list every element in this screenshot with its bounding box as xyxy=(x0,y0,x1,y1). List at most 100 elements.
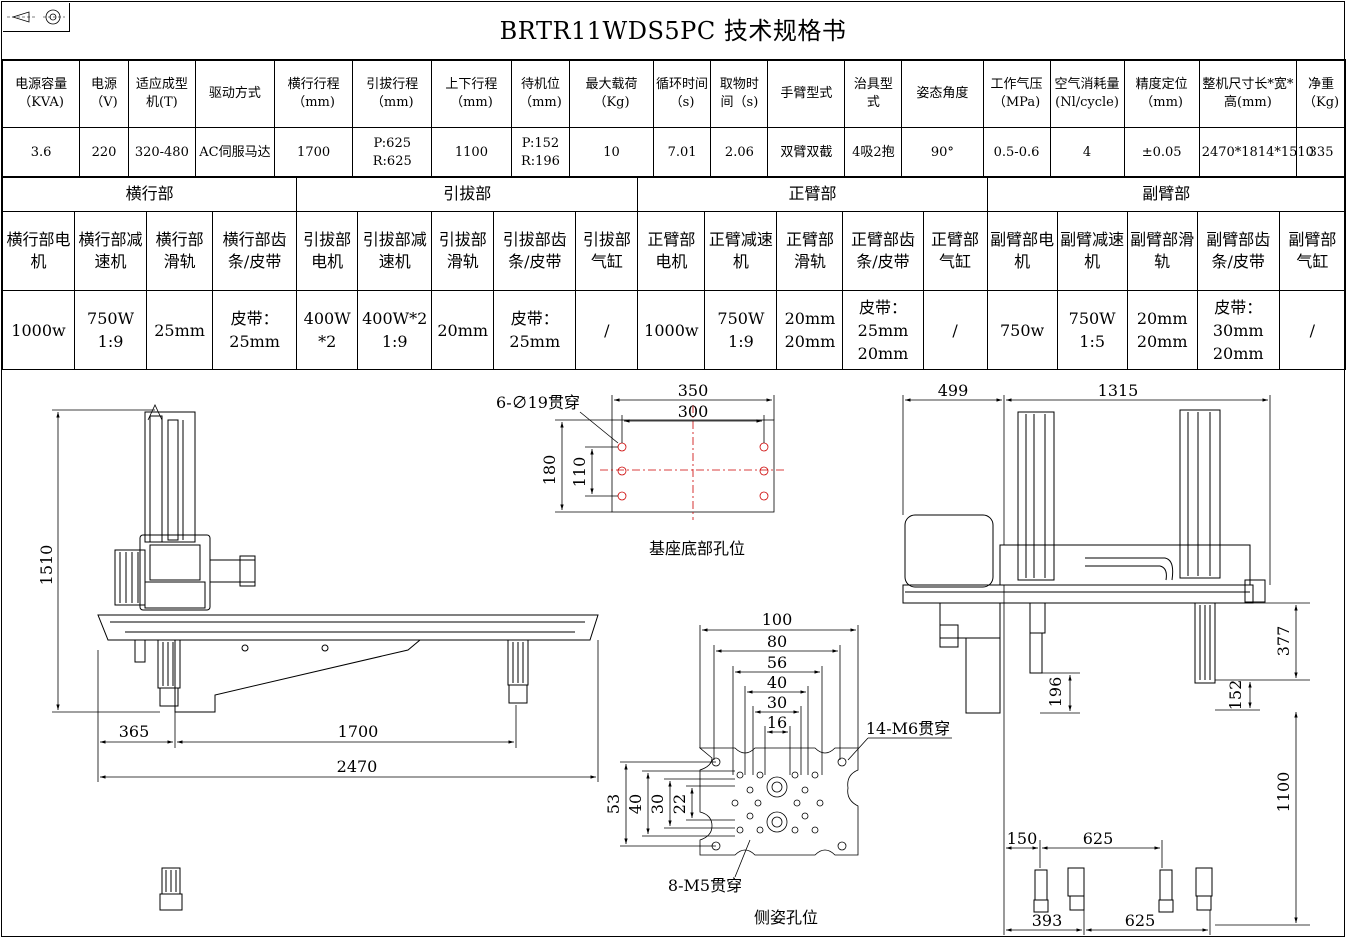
dim-499: 499 xyxy=(938,381,969,400)
part-value-cell-4: 400W *2 xyxy=(296,290,359,370)
part-value-cell-2: 25mm xyxy=(146,290,214,370)
front-view-dimensions xyxy=(52,409,599,782)
dim-30v: 30 xyxy=(648,794,667,814)
spec-value-cell-1: 220 xyxy=(79,127,129,178)
dim-1100: 1100 xyxy=(1274,772,1293,813)
spec-header-cell-16: 精度定位（mm) xyxy=(1123,59,1200,128)
dim-53: 53 xyxy=(604,794,623,814)
part-value-cell-3: 皮带：25mm xyxy=(212,290,298,370)
part-value-cell-15: 750W 1:5 xyxy=(1056,290,1128,370)
projection-symbol-icon xyxy=(3,3,70,32)
spec-header-cell-4: 横行行程（mm) xyxy=(274,59,354,128)
front-view-robot xyxy=(97,404,599,911)
dim-196: 196 xyxy=(1046,677,1065,708)
part-value-cell-10: 750W 1:9 xyxy=(704,290,778,370)
dim-100: 100 xyxy=(762,610,793,629)
spec-header-cell-8: 最大载荷（Kg) xyxy=(569,59,654,128)
dim-80: 80 xyxy=(767,632,787,651)
dim-180: 180 xyxy=(540,455,559,486)
part-header-cell-8: 引拔部气缸 xyxy=(575,211,639,291)
part-value-cell-9: 1000w xyxy=(637,290,706,370)
section-sub-arm: 副臂部 xyxy=(986,176,1347,212)
section-traverse: 横行部 xyxy=(1,176,298,212)
dim-stroke: 1700 xyxy=(338,722,379,741)
part-value-cell-14: 750w xyxy=(986,290,1058,370)
dim-150: 150 xyxy=(1007,829,1038,848)
part-header-cell-5: 引拔部减速机 xyxy=(357,211,433,291)
dim-length: 2470 xyxy=(337,757,378,776)
dim-1315: 1315 xyxy=(1098,381,1139,400)
m6-label: 14-M6贯穿 xyxy=(866,719,950,738)
spec-header-cell-9: 循环时间（s) xyxy=(652,59,712,128)
dim-16: 16 xyxy=(767,713,787,732)
section-pull: 引拔部 xyxy=(296,176,639,212)
part-header-cell-11: 正臂部滑轨 xyxy=(776,211,844,291)
dim-110: 110 xyxy=(570,457,589,488)
page-title: BRTR11WDS5PC 技术规格书 xyxy=(499,17,847,45)
part-header-cell-16: 副臂部滑轨 xyxy=(1126,211,1198,291)
dim-393: 393 xyxy=(1032,911,1063,930)
part-value-cell-7: 皮带：25mm xyxy=(493,290,577,370)
part-value-cell-6: 20mm xyxy=(431,290,495,370)
dim-152: 152 xyxy=(1226,680,1245,711)
side-view-dimensions xyxy=(902,395,1310,935)
dim-625-bottom: 625 xyxy=(1125,911,1156,930)
part-value-cell-18: / xyxy=(1278,290,1347,370)
part-header-cell-7: 引拔部齿条/皮带 xyxy=(493,211,577,291)
part-value-cell-8: / xyxy=(575,290,639,370)
spec-header-cell-7: 待机位（mm) xyxy=(510,59,571,128)
spec-header-cell-14: 工作气压（MPa) xyxy=(982,59,1051,128)
part-value-cell-12: 皮带：25mm 20mm xyxy=(842,290,924,370)
spec-value-cell-0: 3.6 xyxy=(1,127,81,178)
part-header-cell-10: 正臂减速机 xyxy=(704,211,778,291)
spec-value-cell-3: AC伺服马达 xyxy=(194,127,276,178)
dim-offset: 365 xyxy=(119,722,150,741)
spec-value-cell-14: 0.5-0.6 xyxy=(982,127,1051,178)
spec-header-cell-12: 治具型式 xyxy=(844,59,903,128)
part-header-cell-15: 副臂减速机 xyxy=(1056,211,1128,291)
dim-56: 56 xyxy=(767,653,787,672)
m5-label: 8-M5贯穿 xyxy=(668,876,742,895)
spec-header-cell-18: 净重（Kg) xyxy=(1296,59,1346,128)
part-header-cell-13: 正臂部气缸 xyxy=(922,211,988,291)
spec-header-cell-13: 姿态角度 xyxy=(901,59,984,128)
spec-header-cell-17: 整机尺寸长*宽*高(mm) xyxy=(1198,59,1298,128)
side-view-robot xyxy=(902,409,1266,913)
base-hole-caption: 基座底部孔位 xyxy=(649,539,745,558)
spec-value-cell-15: 4 xyxy=(1049,127,1125,178)
dim-22v: 22 xyxy=(670,794,689,814)
base-hole-label: 6-∅19贯穿 xyxy=(496,393,580,412)
base-hole-pattern xyxy=(555,395,785,520)
part-header-cell-3: 横行部齿条/皮带 xyxy=(212,211,298,291)
part-header-cell-0: 横行部电机 xyxy=(1,211,76,291)
dim-40v: 40 xyxy=(626,794,645,814)
spec-header-cell-11: 手臂型式 xyxy=(767,59,846,128)
part-value-cell-11: 20mm 20mm xyxy=(776,290,844,370)
spec-value-cell-18: 335 xyxy=(1296,127,1346,178)
part-header-cell-17: 副臂部齿条/皮带 xyxy=(1196,211,1280,291)
spec-header-cell-1: 电源（V) xyxy=(79,59,129,128)
part-value-cell-13: / xyxy=(922,290,988,370)
spec-header-cell-10: 取物时间（s) xyxy=(710,59,769,128)
spec-header-cell-6: 上下行程（mm) xyxy=(431,59,512,128)
spec-header-cell-5: 引拔行程（mm) xyxy=(352,59,433,128)
part-header-cell-9: 正臂部电机 xyxy=(637,211,706,291)
dim-height: 1510 xyxy=(37,545,56,586)
part-header-cell-18: 副臂部气缸 xyxy=(1278,211,1347,291)
part-header-cell-2: 横行部滑轨 xyxy=(146,211,214,291)
part-value-cell-16: 20mm 20mm xyxy=(1126,290,1198,370)
parts-table: 横行部 引拔部 正臂部 副臂部 横行部电机横行部减速机横行部滑轨横行部齿条/皮带… xyxy=(1,176,1347,370)
side-hole-plate xyxy=(620,625,952,878)
dim-625-top: 625 xyxy=(1083,829,1114,848)
spec-header-cell-3: 驱动方式 xyxy=(194,59,276,128)
spec-value-cell-11: 双臂双截 xyxy=(767,127,846,178)
spec-value-cell-2: 320-480 xyxy=(127,127,196,178)
spec-table: 电源容量（KVA)电源（V)适应成型机(T)驱动方式横行行程（mm)引拔行程（m… xyxy=(1,59,1346,178)
dim-350: 350 xyxy=(678,381,709,400)
part-value-cell-0: 1000w xyxy=(1,290,76,370)
spec-header-cell-15: 空气消耗量(Nl/cycle) xyxy=(1049,59,1125,128)
part-value-cell-17: 皮带：30mm 20mm xyxy=(1196,290,1280,370)
spec-value-cell-5: P:625 R:625 xyxy=(352,127,433,178)
